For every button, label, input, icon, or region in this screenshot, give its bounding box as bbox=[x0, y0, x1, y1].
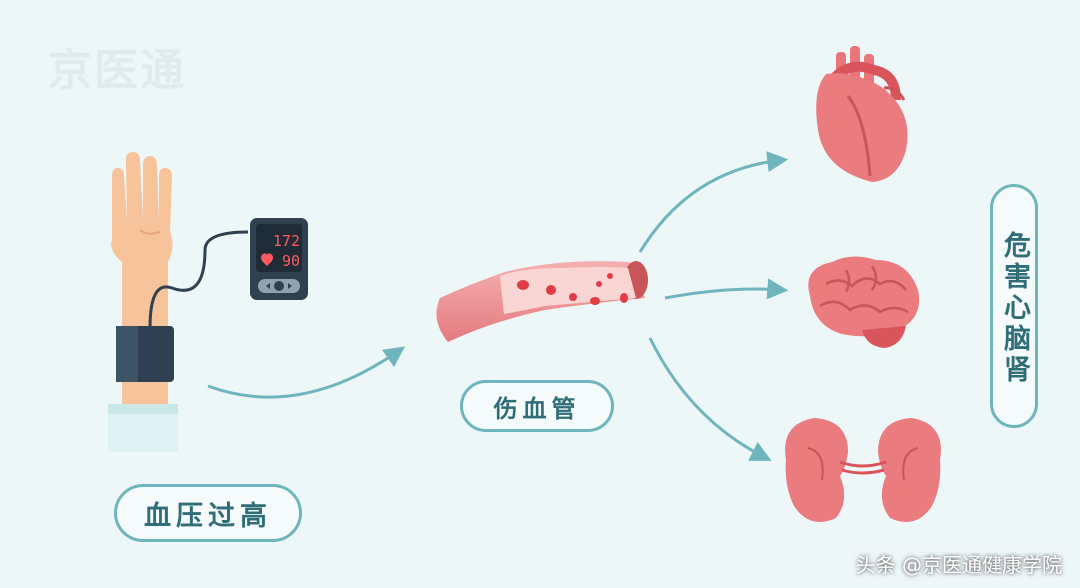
vessel-damage-label: 伤血管 bbox=[460, 380, 614, 432]
blood-vessel-icon bbox=[436, 261, 648, 342]
monitor-diastolic: 90 bbox=[282, 252, 300, 270]
arm-illustration bbox=[108, 152, 178, 452]
arrow-to-kidney bbox=[648, 337, 772, 461]
arrow-to-heart bbox=[638, 151, 789, 253]
arrow-to-brain bbox=[664, 278, 789, 300]
arrow-to-vessel bbox=[207, 346, 406, 399]
bp-monitor-icon: 172 90 bbox=[250, 218, 308, 300]
brain-organ-icon bbox=[808, 256, 920, 348]
monitor-systolic: 172 bbox=[273, 232, 300, 250]
watermark-logo: 京医通 bbox=[48, 45, 186, 96]
organ-harm-label: 危害心脑肾 bbox=[990, 184, 1038, 428]
high-blood-pressure-label: 血压过高 bbox=[114, 484, 302, 542]
heart-organ-icon bbox=[816, 46, 908, 182]
heart-small-icon bbox=[261, 253, 273, 266]
source-credit: 头条 @京医通健康学院 bbox=[855, 553, 1062, 577]
kidney-organ-icon bbox=[785, 418, 941, 522]
cuff-tube bbox=[148, 230, 249, 329]
